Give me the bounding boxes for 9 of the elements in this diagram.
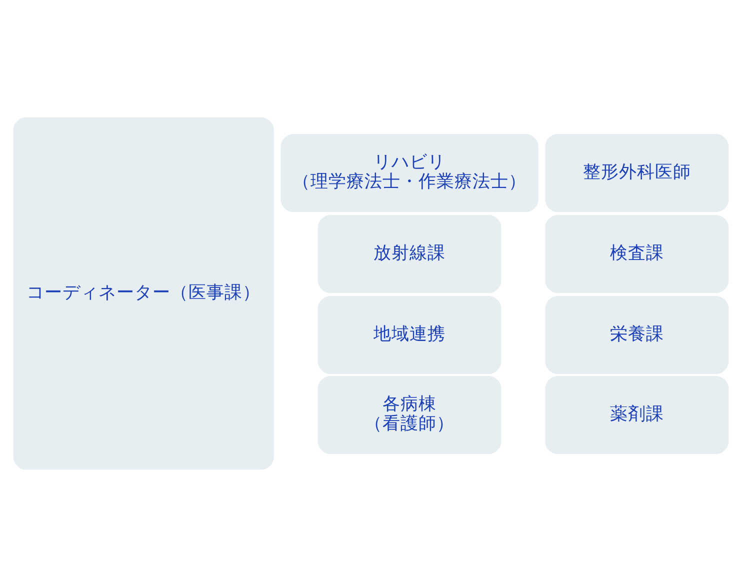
node-box: 検査課 [545,214,729,294]
node-box: 整形外科医師 [545,134,729,212]
node-box: 地域連携 [318,296,502,374]
node-box: リハビリ （理学療法士・作業療法士） [280,134,538,212]
node-box: 栄養課 [545,296,729,374]
node-box: コーディネーター（医事課） [13,117,274,470]
node-box: 放射線課 [318,214,502,294]
node-box: 薬剤課 [545,376,729,454]
node-box: 各病棟 （看護師） [318,376,502,454]
